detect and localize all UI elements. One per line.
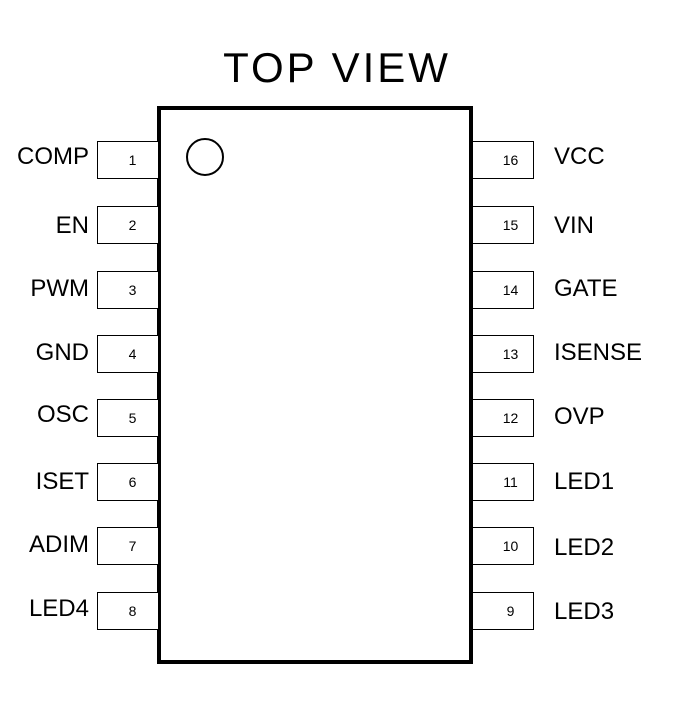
pin-label: ISET <box>35 468 89 495</box>
pin-box-right <box>473 335 534 373</box>
pin-box-right <box>473 463 534 501</box>
pin-number: 7 <box>128 538 137 554</box>
pin1-indicator-dot <box>186 138 224 176</box>
pin-box-right <box>473 592 534 630</box>
pin-box-left <box>97 399 158 437</box>
pin-label: ADIM <box>29 531 89 558</box>
pin-number: 2 <box>128 217 137 233</box>
ic-package-body <box>157 106 473 664</box>
pin-label: COMP <box>17 143 89 170</box>
pin-label: OVP <box>554 403 605 430</box>
pin-number: 9 <box>506 603 515 619</box>
pin-number: 13 <box>502 346 519 362</box>
pin-number: 5 <box>128 410 137 426</box>
pin-number: 10 <box>502 538 519 554</box>
pin-label: LED2 <box>554 534 615 561</box>
pin-box-left <box>97 206 158 244</box>
pin-number: 15 <box>502 217 519 233</box>
pin-label: LED4 <box>28 595 89 622</box>
pin-box-left <box>97 527 158 565</box>
pin-box-right <box>473 271 534 309</box>
pin-box-left <box>97 141 158 179</box>
pin-number: 6 <box>128 474 137 490</box>
pin-label: LED3 <box>554 598 615 625</box>
pin-label: OSC <box>36 401 89 428</box>
pin-number: 4 <box>128 346 137 362</box>
pin-box-right <box>473 527 534 565</box>
pin-number: 3 <box>128 282 137 298</box>
pin-number: 1 <box>128 152 137 168</box>
diagram-title: TOP VIEW <box>223 44 451 91</box>
pin-label: VIN <box>554 212 595 239</box>
pin-number: 14 <box>502 282 519 298</box>
pin-label: GND <box>35 339 89 366</box>
pin-number: 8 <box>128 603 137 619</box>
pin-number: 11 <box>503 474 518 490</box>
pin-label: PWM <box>30 275 89 302</box>
pin-box-left <box>97 592 158 630</box>
pin-box-right <box>473 141 534 179</box>
pin-box-left <box>97 463 158 501</box>
pin-label: EN <box>55 212 89 239</box>
pin-box-left <box>97 271 158 309</box>
pin-label: VCC <box>554 143 605 170</box>
pin-box-left <box>97 335 158 373</box>
pin-label: ISENSE <box>554 339 643 366</box>
pin-box-right <box>473 399 534 437</box>
pin-number: 12 <box>502 410 519 426</box>
pin-box-right <box>473 206 534 244</box>
pin-number: 16 <box>502 152 519 168</box>
pin-label: LED1 <box>554 468 615 495</box>
pin-label: GATE <box>554 275 618 302</box>
